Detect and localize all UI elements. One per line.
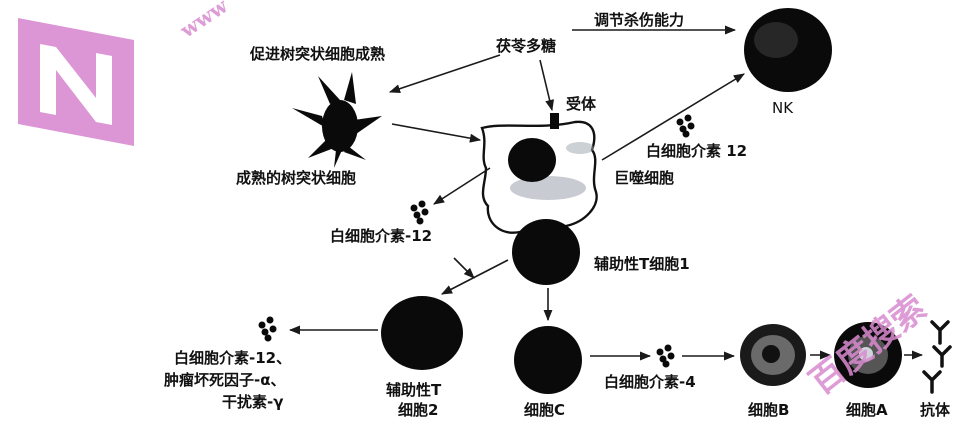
dendritic-cell xyxy=(292,72,382,168)
arrow-poly-to-receptor xyxy=(539,59,555,112)
label-il12-left: 白细胞介素-12 xyxy=(330,227,433,245)
th1-cell xyxy=(512,219,580,285)
label-cytokines-2: 肿瘤坏死因子-α、 xyxy=(164,371,286,389)
label-il4: 白细胞介素-4 xyxy=(604,373,696,391)
label-th1: 辅助性T细胞1 xyxy=(594,255,690,273)
label-polysaccharide: 茯苓多糖 xyxy=(496,37,557,55)
label-th2-line1: 辅助性T xyxy=(386,381,442,399)
cytokine-dots-left xyxy=(410,200,429,225)
label-cell-a: 细胞A xyxy=(846,401,888,419)
macrophage-nucleus xyxy=(508,138,556,182)
watermark-logo xyxy=(18,18,134,146)
arrow-poly-to-dc xyxy=(388,54,501,94)
label-il12-nk: 白细胞介素 12 xyxy=(646,142,748,160)
antibody-shapes xyxy=(922,320,952,394)
arrow-macrophage-to-nk xyxy=(601,73,745,161)
label-cytokines-3: 干扰素-γ xyxy=(222,393,284,411)
cytokine-dots-nk xyxy=(676,114,695,138)
arrow-il12-to-th1 xyxy=(453,257,475,279)
label-th2-line2: 细胞2 xyxy=(398,401,439,419)
cell-b-nucleus xyxy=(762,345,780,363)
label-cell-b: 细胞B xyxy=(748,401,790,419)
label-promote-dc: 促进树突状细胞成熟 xyxy=(250,45,386,63)
nk-cell-highlight xyxy=(754,22,798,58)
cytokine-dots-th2 xyxy=(258,316,277,342)
arrow-macrophage-to-il12 xyxy=(433,167,491,205)
cell-a-nucleus xyxy=(859,347,873,361)
receptor-mark xyxy=(550,113,559,129)
cell-c xyxy=(514,326,582,394)
label-nk: NK xyxy=(772,99,794,117)
label-antibody: 抗体 xyxy=(920,401,951,419)
macrophage-smudge-2 xyxy=(566,142,594,154)
label-cell-c: 细胞C xyxy=(524,401,566,419)
th2-cell xyxy=(381,296,463,370)
arrow-th1-to-th2 xyxy=(441,259,509,295)
label-receptor: 受体 xyxy=(566,95,597,113)
arrow-dc-to-macrophage xyxy=(391,123,482,143)
macrophage-smudge xyxy=(510,176,586,200)
label-regulate-nk: 调节杀伤能力 xyxy=(594,11,685,29)
cytokine-dots-il4 xyxy=(656,344,675,368)
label-mature-dc: 成熟的树突状细胞 xyxy=(236,169,357,187)
label-cytokines-1: 白细胞介素-12、 xyxy=(174,349,292,367)
arrows xyxy=(288,25,924,361)
label-macrophage: 巨噬细胞 xyxy=(614,169,675,187)
